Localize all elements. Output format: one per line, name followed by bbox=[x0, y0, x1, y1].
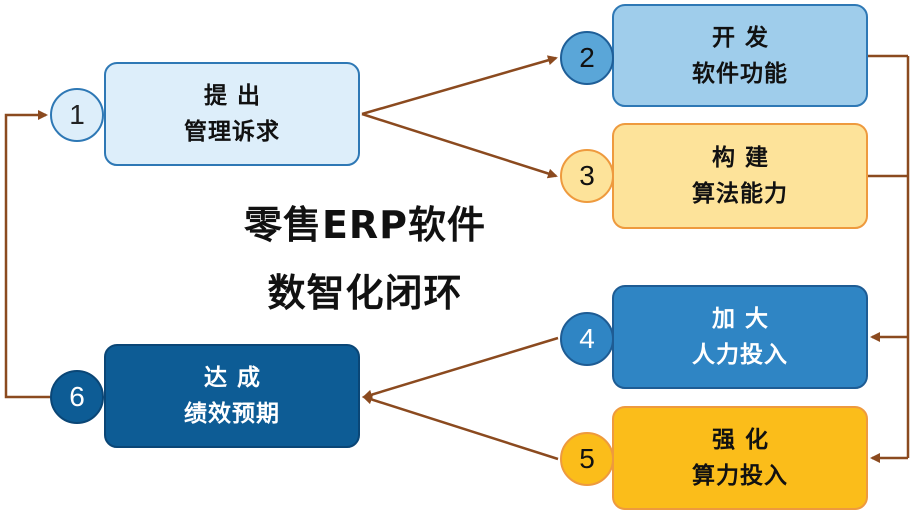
arrow-5-to-6 bbox=[362, 394, 559, 461]
step-4-object: 人力投入 bbox=[692, 342, 788, 368]
step-3-object: 算法能力 bbox=[692, 181, 788, 207]
step-box-3: 构建 算法能力 bbox=[612, 123, 868, 229]
step-box-5: 强化 算力投入 bbox=[612, 406, 868, 510]
arrow-1-to-3 bbox=[361, 112, 558, 179]
step-5-action: 强化 bbox=[712, 427, 778, 453]
arrow-4-to-6 bbox=[362, 336, 559, 400]
step-4-action: 加大 bbox=[712, 306, 778, 332]
step-5-object: 算力投入 bbox=[692, 463, 788, 489]
step-number-badge-6: 6 bbox=[50, 370, 104, 424]
step-box-6: 达成 绩效预期 bbox=[104, 344, 360, 448]
step-number-badge-5: 5 bbox=[560, 432, 614, 486]
step-number-badge-2: 2 bbox=[560, 31, 614, 85]
arrow-1-to-2 bbox=[361, 55, 558, 116]
step-number-badge-4: 4 bbox=[560, 312, 614, 366]
step-box-4: 加大 人力投入 bbox=[612, 285, 868, 389]
arrow-6-to-1 bbox=[4, 110, 50, 399]
step-number-badge-1: 1 bbox=[50, 88, 104, 142]
step-box-1: 提出 管理诉求 bbox=[104, 62, 360, 166]
step-1-object: 管理诉求 bbox=[184, 119, 280, 145]
step-6-action: 达成 bbox=[204, 365, 270, 391]
diagram-title-line1: 零售ERP软件 bbox=[243, 203, 487, 247]
step-2-object: 软件功能 bbox=[692, 60, 788, 87]
step-2-action: 开发 bbox=[712, 24, 778, 51]
step-1-action: 提出 bbox=[204, 83, 270, 109]
diagram-title-line2: 数智化闭环 bbox=[267, 271, 463, 315]
step-number-badge-3: 3 bbox=[560, 149, 614, 203]
step-6-object: 绩效预期 bbox=[184, 401, 280, 427]
step-box-2: 开发 软件功能 bbox=[612, 4, 868, 107]
step-3-action: 构建 bbox=[712, 145, 778, 171]
